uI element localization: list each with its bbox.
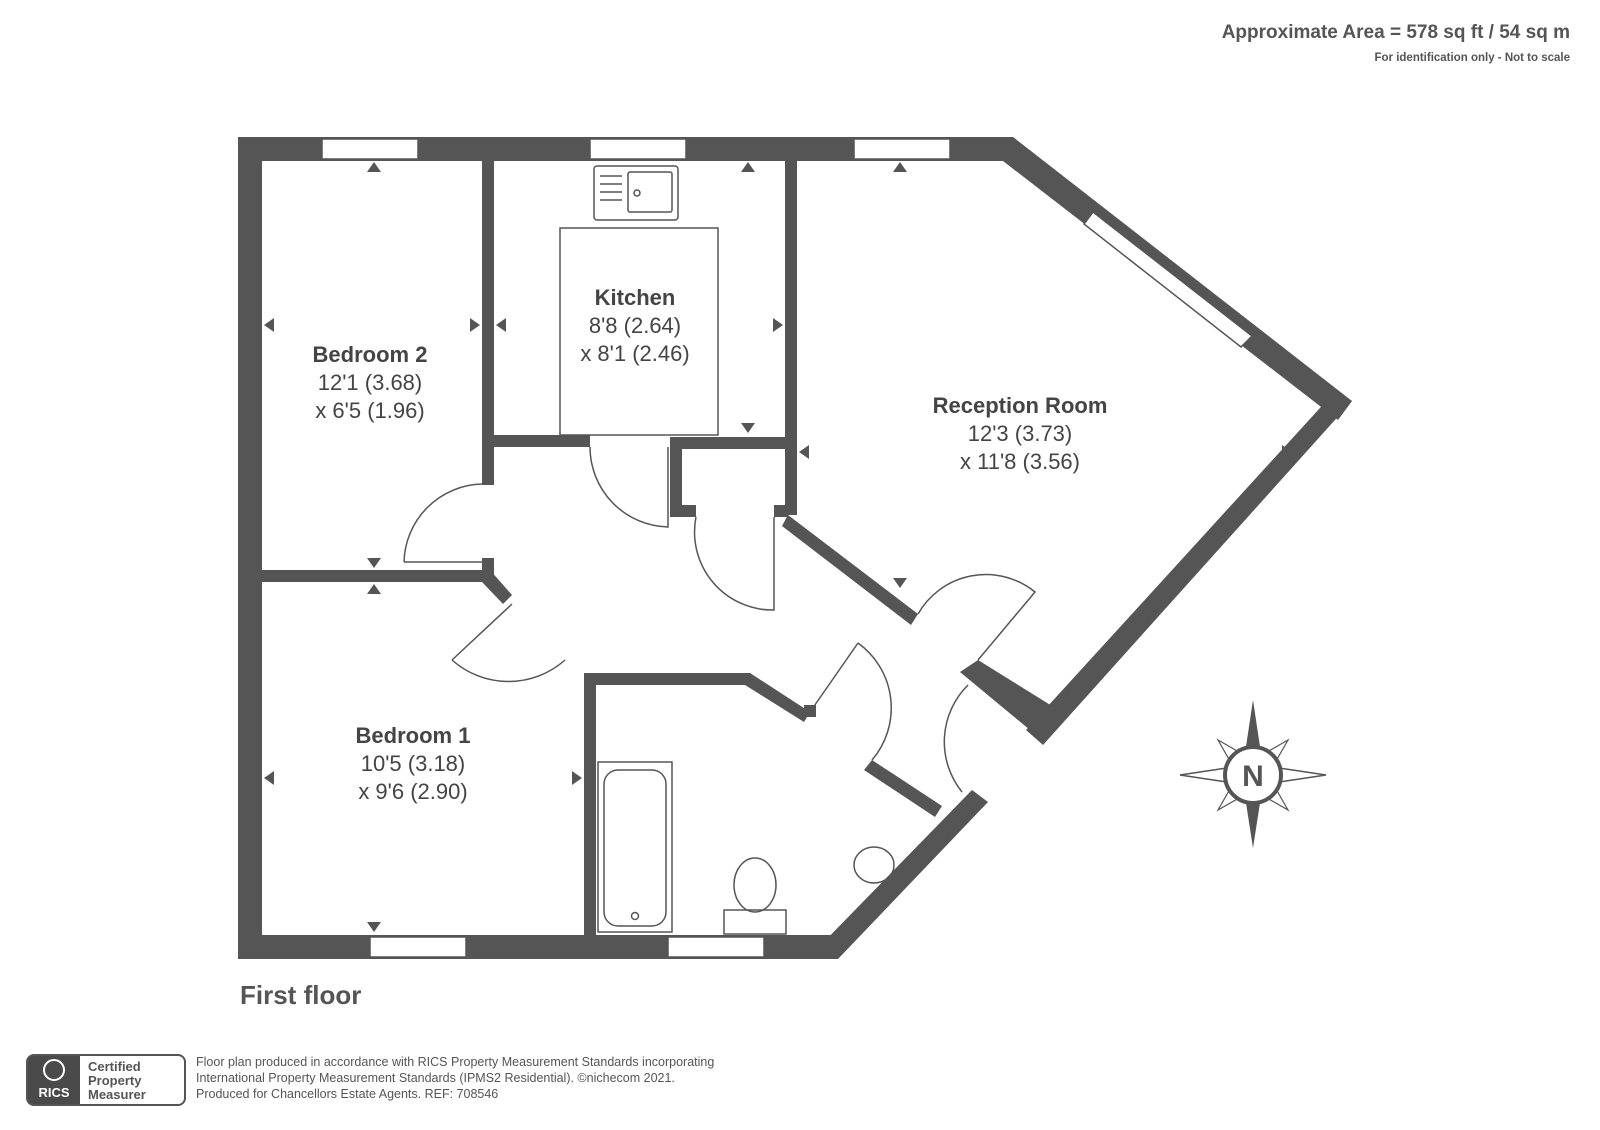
internal-walls (262, 160, 1052, 935)
footer-note: Floor plan produced in accordance with R… (196, 1054, 714, 1102)
room-label-bedroom1: Bedroom 1 10'5 (3.18) x 9'6 (2.90) (333, 722, 493, 806)
wall-kitchen-reception (785, 160, 797, 515)
room-name: Bedroom 1 (355, 723, 471, 748)
badge-line: Property (88, 1073, 142, 1088)
wall-bed2-bed1 (262, 570, 492, 582)
toilet-cistern (723, 909, 787, 935)
east-wall (1026, 397, 1352, 745)
room-dim: 12'1 (3.68) (317, 370, 423, 395)
badge-line: Certified (88, 1059, 141, 1074)
measurement-arrows (264, 162, 1292, 932)
door-hall-bath (943, 684, 969, 793)
wall-cupboard-right (774, 505, 788, 517)
room-name: Reception Room (932, 393, 1108, 418)
window-kitchen (589, 138, 687, 160)
sink-bowl (627, 171, 673, 213)
door-bedroom1 (451, 603, 566, 683)
room-label-bedroom2: Bedroom 2 12'1 (3.68) x 6'5 (1.96) (290, 341, 450, 425)
wall-bath-top (584, 673, 750, 685)
approximate-area: Approximate Area = 578 sq ft / 54 sq m (1221, 22, 1570, 43)
wall-kitchen-bottom-left (482, 435, 590, 447)
footer-note-line: Produced for Chancellors Estate Agents. … (196, 1087, 499, 1101)
south-east-wall (818, 790, 988, 959)
footer-note-line: International Property Measurement Stand… (196, 1071, 675, 1085)
floor-label: First floor (240, 980, 362, 1010)
scale-disclaimer: For identification only - Not to scale (1374, 52, 1570, 64)
room-dim: x 6'5 (1.96) (315, 398, 425, 423)
window-bedroom1 (369, 936, 467, 958)
door-swings (403, 446, 1037, 793)
room-dim: 8'8 (2.64) (588, 313, 682, 338)
badge-line: Measurer (88, 1087, 146, 1102)
room-label-reception: Reception Room 12'3 (3.73) x 11'8 (3.56) (920, 392, 1120, 476)
wall-cupboard-bottom (682, 505, 696, 517)
door-cupboard (693, 516, 775, 611)
door-bedroom2 (403, 483, 483, 563)
window-reception-angled (1082, 210, 1254, 349)
room-dim: x 9'6 (2.90) (358, 779, 468, 804)
wall-cupboard-left (670, 437, 682, 517)
window-bathroom (667, 936, 765, 958)
basin (853, 846, 895, 884)
rics-badge-text: Certified Property Measurer (80, 1056, 154, 1104)
wall-bath-right-diag (864, 760, 942, 817)
wall-hall-reception (960, 660, 1052, 730)
rics-mark-text: RICS (38, 1085, 70, 1100)
toilet-bowl (733, 857, 777, 913)
door-kitchen (589, 446, 669, 528)
compass-letter: N (1242, 760, 1264, 793)
wall-bed1-angled (482, 570, 512, 604)
wall-bath-left (584, 675, 596, 935)
kitchen-fixtures (559, 165, 719, 436)
room-dim: 12'3 (3.73) (967, 421, 1073, 446)
door-bathroom (809, 642, 892, 761)
rics-lion-icon (43, 1059, 65, 1081)
wall-bed2-kitchen (482, 160, 494, 485)
windows (321, 138, 1254, 958)
room-name: Bedroom 2 (312, 342, 428, 367)
window-reception (853, 138, 951, 160)
footer-note-line: Floor plan produced in accordance with R… (196, 1055, 715, 1069)
room-dim: x 8'1 (2.46) (580, 341, 690, 366)
room-label-kitchen: Kitchen 8'8 (2.64) x 8'1 (2.46) (555, 284, 715, 368)
room-dim: x 11'8 (3.56) (960, 449, 1080, 474)
wall-bath-diag (745, 673, 810, 722)
wall-reception-diag (782, 515, 918, 625)
window-bedroom2 (321, 138, 419, 160)
wall-kitchen-bottom-right (670, 437, 788, 449)
bath (597, 761, 673, 933)
compass-icon: N (1179, 700, 1327, 848)
rics-mark: RICS (28, 1056, 80, 1104)
kitchen-sink (593, 165, 679, 221)
room-dim: 10'5 (3.18) (360, 751, 466, 776)
bathroom-fixtures (597, 761, 895, 935)
left-wall (238, 137, 262, 959)
room-name: Kitchen (594, 285, 676, 310)
rics-badge: RICS Certified Property Measurer (26, 1054, 186, 1106)
door-reception (917, 573, 1037, 661)
kitchen-counter (559, 227, 719, 436)
